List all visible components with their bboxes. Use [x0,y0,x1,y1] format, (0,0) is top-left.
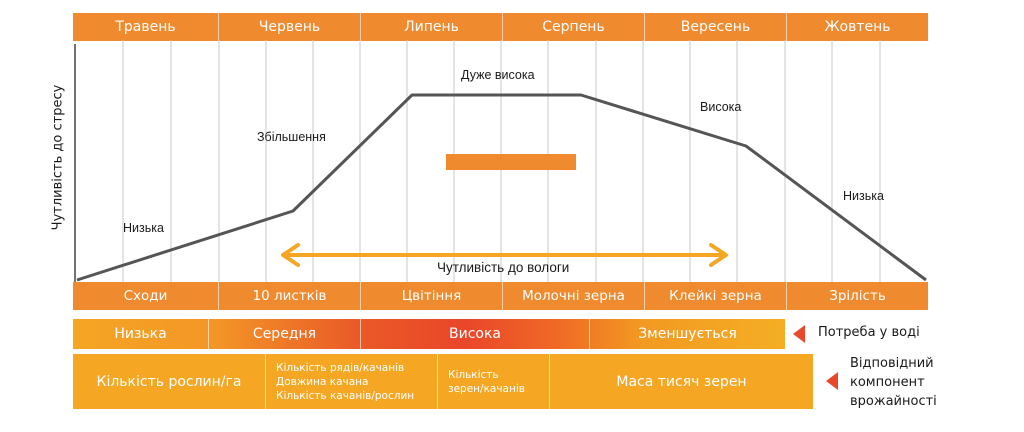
yield-kernels-line2: зерен/качанів [448,382,525,395]
month-august: Серпень [503,13,645,41]
yield-plants-per-ha: Кількість рослин/га [73,354,266,409]
label-low-start: Низька [123,221,164,235]
yield-component-title: Відповідний компонент врожайності [850,354,940,411]
yield-component-band: Кількість рослин/га Кількість рядів/кача… [73,354,813,409]
month-may: Травень [73,13,219,41]
yield-thousand-kernel-weight: Маса тисяч зерен [616,373,747,390]
growth-stage-band: Сходи 10 листків Цвітіння Молочні зерна … [73,282,928,310]
water-need-high: Висока [361,319,590,349]
label-high: Висока [700,100,742,114]
water-need-low: Низька [73,319,209,349]
label-very-high: Дуже висока [461,68,535,82]
yield-ear-metrics: Кількість рядів/качанів Довжина качана К… [266,354,438,409]
water-need-title: Потреба у воді [818,325,920,340]
yield-pointer-icon [826,372,838,390]
yield-ears-per-plant: Кількість качанів/рослин [276,389,415,402]
month-july: Липень [361,13,503,41]
month-september: Вересень [645,13,787,41]
yield-rows-per-ear: Кількість рядів/качанів [276,361,405,374]
yield-kernels-per-ear: Кількість зерен/качанів [438,354,550,409]
month-header: Травень Червень Липень Серпень Вересень … [73,13,928,41]
water-need-pointer-icon [793,325,805,343]
label-increase: Збільшення [257,130,326,144]
yield-kernels-line1: Кількість [448,368,499,381]
yield-ear-length: Довжина качана [276,375,369,388]
stress-sensitivity-diagram [74,40,927,282]
yield-title-line1: Відповідний [850,356,934,371]
label-low-end: Низька [843,189,884,203]
month-june: Червень [219,13,361,41]
water-need-medium: Середня [209,319,361,349]
stage-dough: Клейкі зерна [645,282,787,310]
stage-10-leaves: 10 листків [219,282,361,310]
yield-title-line2: компонент [850,375,925,390]
moisture-sensitivity-label: Чутливість до вологи [437,260,570,275]
stage-emergence: Сходи [73,282,219,310]
y-axis-label: Чутливість до стресу [50,84,66,231]
stage-flowering: Цвітіння [361,282,503,310]
peak-period-bar [446,154,576,170]
stress-sensitivity-curve [76,93,927,282]
water-need-band: Низька Середня Висока Зменшується [73,319,785,349]
month-october: Жовтень [824,19,891,35]
stage-milk: Молочні зерна [503,282,645,310]
water-need-decreasing: Зменшується [638,326,737,342]
yield-title-line3: врожайності [850,394,937,409]
stage-maturity: Зрілість [829,288,886,304]
moisture-sensitivity-arrow [281,243,728,267]
grid-lines [122,40,881,282]
